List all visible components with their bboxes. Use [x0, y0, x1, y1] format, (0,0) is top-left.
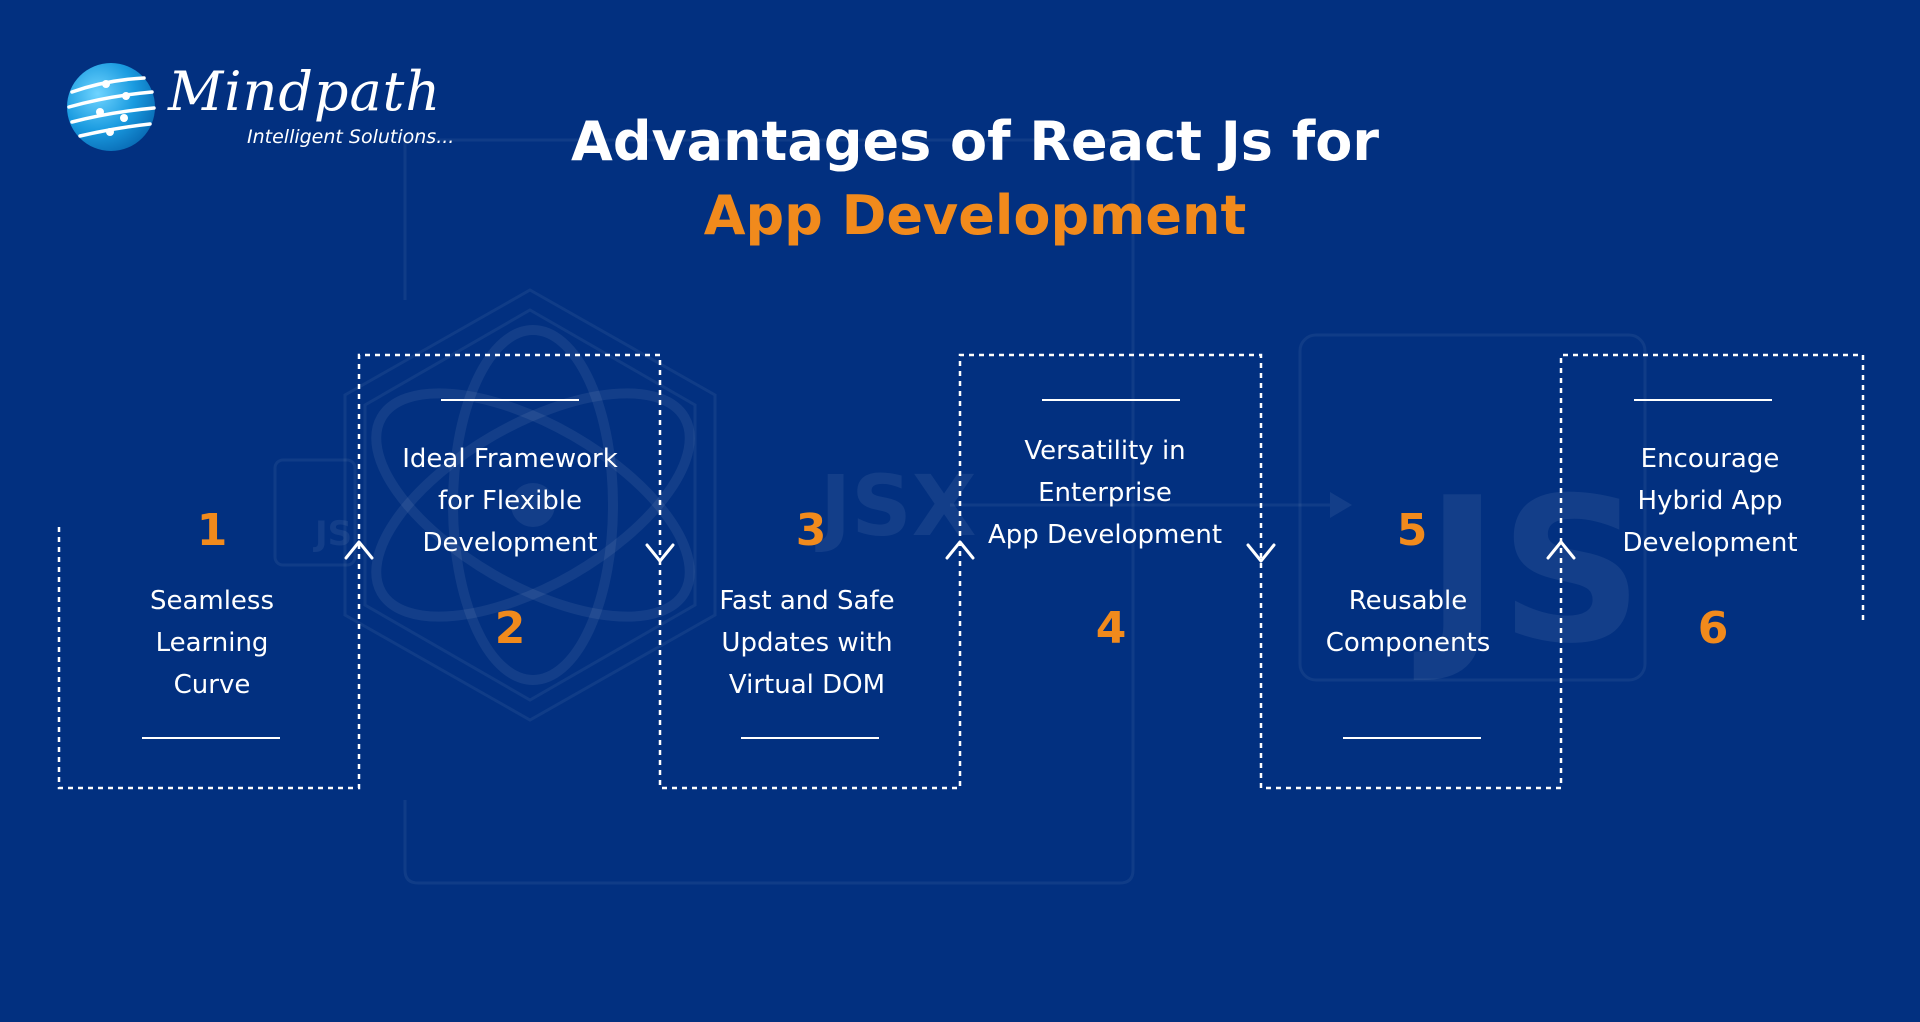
- step-6-rule: [1634, 399, 1772, 401]
- chevron-up-icon: [344, 540, 374, 560]
- brand-name: Mindpath: [168, 60, 442, 123]
- js-icon: JS: [1413, 455, 1643, 688]
- step-1-number: 1: [196, 505, 228, 556]
- step-4-number: 4: [1095, 603, 1127, 654]
- step-5-rule: [1343, 737, 1481, 739]
- step-6-number: 6: [1697, 603, 1729, 654]
- page-title: Advantages of React Js for: [571, 110, 1379, 173]
- step-1-rule: [142, 737, 280, 739]
- step-3-text: Fast and Safe Updates with Virtual DOM: [719, 586, 895, 700]
- step-2-number: 2: [494, 603, 526, 654]
- step-4-rule: [1042, 399, 1180, 401]
- step-5-number: 5: [1396, 505, 1428, 556]
- step-4-text: Versatility in Enterprise App Developmen…: [987, 436, 1223, 550]
- step-3-rule: [741, 737, 879, 739]
- chevron-down-icon: [1246, 543, 1276, 563]
- chevron-up-icon: [945, 540, 975, 560]
- step-3-number: 3: [795, 505, 827, 556]
- step-2-text: Ideal Framework for Flexible Development: [402, 444, 618, 558]
- globe-logo-icon: [67, 63, 156, 151]
- chevron-down-icon: [645, 543, 675, 563]
- jsx-icon: JSX: [815, 457, 977, 555]
- step-6-text: Encourage Hybrid App Development: [1622, 444, 1798, 558]
- step-5-text: Reusable Components: [1325, 586, 1491, 658]
- svg-text:JS: JS: [313, 514, 352, 554]
- step-1-text: Seamless Learning Curve: [149, 586, 275, 700]
- brand-tagline: Intelligent Solutions...: [247, 126, 455, 148]
- step-2-rule: [441, 399, 579, 401]
- chevron-up-icon: [1546, 540, 1576, 560]
- page-title-highlight: App Development: [703, 184, 1247, 247]
- react-atom-icon: [371, 325, 695, 685]
